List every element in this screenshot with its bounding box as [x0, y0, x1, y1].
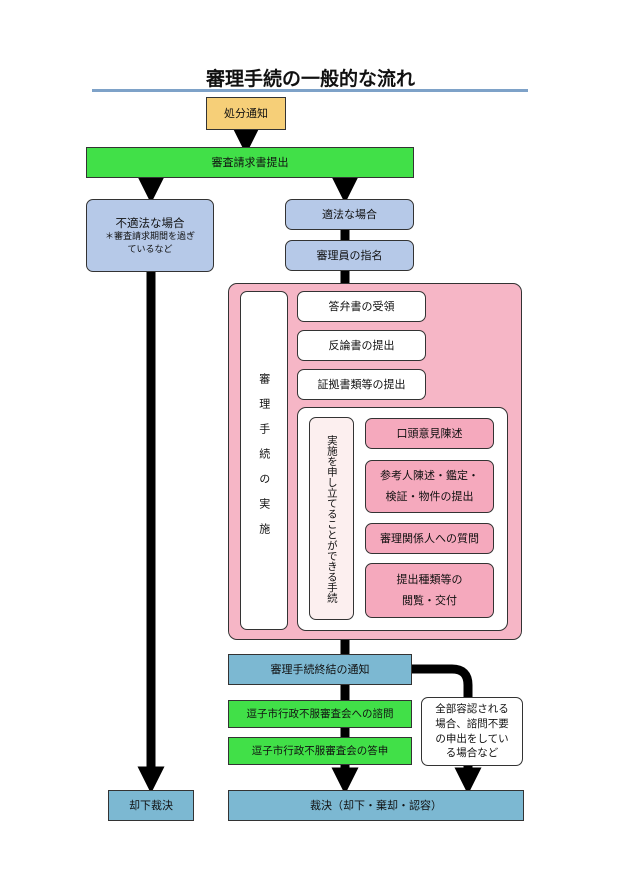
- disposition-notice-box: 処分通知: [206, 97, 286, 130]
- lawful-label: 適法な場合: [322, 207, 377, 221]
- procedure-vertical-label: 審理手続の実施: [257, 373, 271, 548]
- examiner-appointment-label: 審理員の指名: [316, 248, 383, 262]
- requestable-procedures-vertical-box: 実施を申し立てることができる手続: [309, 417, 354, 620]
- procedure-end-notice-box: 審理手続終結の通知: [228, 654, 412, 685]
- rebuttal-submission-label: 反論書の提出: [328, 338, 395, 352]
- curve-end-to-exception: [412, 664, 473, 697]
- procedure-end-notice-label: 審理手続終結の通知: [270, 662, 370, 676]
- answer-receipt-box: 答弁書の受領: [297, 291, 426, 322]
- dismissal-label: 却下裁決: [129, 798, 173, 812]
- documents-box: 提出種類等の 閲覧・交付: [365, 563, 494, 618]
- requestable-procedures-vertical-label: 実施を申し立てることができる手続: [325, 434, 338, 603]
- page-title: 審理手続の一般的な流れ: [205, 68, 415, 90]
- examiner-appointment-box: 審理員の指名: [285, 240, 414, 271]
- exception-box: 全部容認される 場合、諮問不要 の申出をしてい る場合など: [421, 697, 523, 766]
- disposition-notice-label: 処分通知: [224, 106, 268, 120]
- council-answer-box: 逗子市行政不服審査会の答申: [228, 737, 412, 765]
- decision-box: 裁決（却下・棄却・認容）: [228, 790, 524, 821]
- council-answer-label: 逗子市行政不服審査会の答申: [251, 744, 389, 757]
- witness-line-1: 参考人陳述・鑑定・: [380, 468, 479, 482]
- request-submission-box: 審査請求書提出: [86, 147, 414, 178]
- request-submission-label: 審査請求書提出: [211, 155, 289, 169]
- decision-label: 裁決（却下・棄却・認容）: [310, 798, 442, 812]
- documents-line-1: 提出種類等の: [396, 572, 463, 586]
- documents-line-2: 閲覧・交付: [402, 593, 457, 607]
- procedure-vertical-box: 審理手続の実施: [240, 291, 288, 630]
- exception-line-2: 場合、諮問不要: [435, 717, 509, 730]
- unlawful-box: 不適法な場合 ＊審査請求期間を過ぎ ているなど: [86, 199, 214, 272]
- exception-line-3: の申出をしてい: [435, 732, 509, 745]
- oral-statement-label: 口頭意見陳述: [396, 426, 463, 440]
- oral-statement-box: 口頭意見陳述: [365, 418, 494, 449]
- dismissal-box: 却下裁決: [108, 790, 194, 821]
- lawful-box: 適法な場合: [285, 199, 414, 230]
- council-inquiry-label: 逗子市行政不服審査会への諮問: [246, 707, 394, 720]
- unlawful-note-2: ているなど: [127, 244, 173, 255]
- council-inquiry-box: 逗子市行政不服審査会への諮問: [228, 700, 412, 728]
- evidence-submission-box: 証拠書類等の提出: [297, 369, 426, 400]
- rebuttal-submission-box: 反論書の提出: [297, 330, 426, 361]
- unlawful-note-1: ＊審査請求期間を過ぎ: [104, 231, 195, 242]
- questioning-box: 審理関係人への質問: [365, 523, 494, 554]
- questioning-label: 審理関係人への質問: [380, 531, 479, 545]
- unlawful-title: 不適法な場合: [115, 215, 185, 230]
- evidence-submission-label: 証拠書類等の提出: [317, 377, 406, 391]
- witness-line-2: 検証・物件の提出: [385, 489, 474, 503]
- title-underline: [92, 89, 528, 92]
- witness-box: 参考人陳述・鑑定・ 検証・物件の提出: [365, 460, 494, 513]
- answer-receipt-label: 答弁書の受領: [328, 299, 395, 313]
- exception-line-1: 全部容認される: [435, 703, 509, 716]
- exception-line-4: る場合など: [445, 747, 499, 760]
